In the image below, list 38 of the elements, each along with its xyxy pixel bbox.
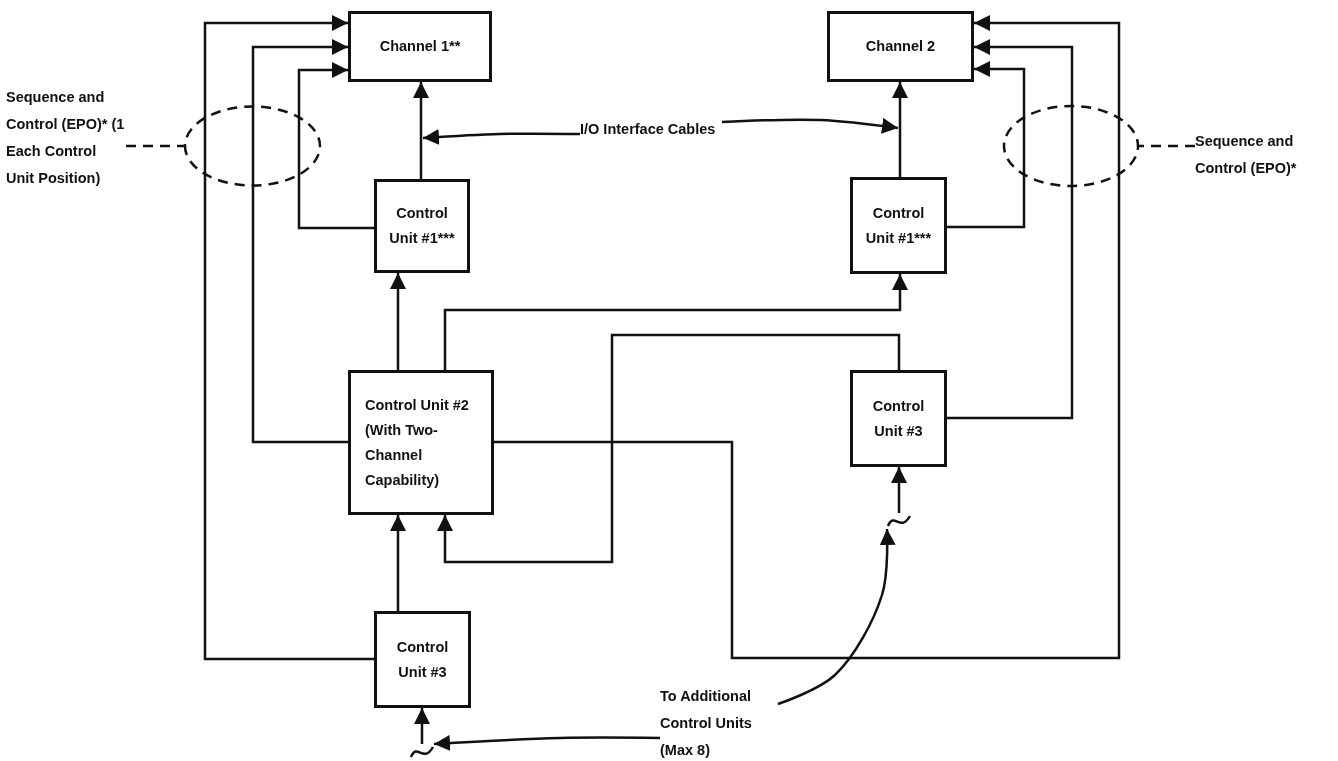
unit-label: Control Unit #1***: [864, 203, 933, 248]
unit-label: Control Unit #1***: [388, 204, 456, 248]
cable-arrow: [443, 274, 908, 370]
unit-label: Control Unit #3: [871, 396, 926, 441]
control-box: [348, 11, 492, 82]
annotation-text: Sequence and Control (EPO)* (1 Each Control Unit Position): [6, 88, 126, 188]
cable-arrow: [251, 39, 348, 444]
leader-arrow: [721, 117, 899, 134]
cable-arrow: [413, 82, 429, 179]
control-box: [850, 177, 947, 274]
dashed-callout-ellipse: [1002, 104, 1195, 188]
leader-arrow: [422, 129, 580, 145]
cable-arrow: [494, 15, 1121, 660]
leader-arrow: [433, 735, 660, 752]
cable-arrow: [437, 333, 901, 564]
unit-label: Channel 1**: [379, 37, 461, 56]
cable-arrow: [892, 82, 908, 177]
control-box: [827, 11, 974, 82]
cable-arrow: [947, 39, 1074, 420]
cable-arrow: [390, 515, 406, 611]
annotation-text: To Additional Control Units (Max 8): [660, 687, 753, 760]
unit-label: Channel 2: [865, 37, 936, 56]
cable-arrow: [947, 61, 1026, 229]
unit-label: Control Unit #3: [395, 637, 450, 682]
control-box: [850, 370, 947, 467]
annotation-text: Sequence and Control (EPO)*: [1195, 132, 1298, 178]
unit-label: Control Unit #2 (With Two-Channel Capability): [365, 395, 470, 490]
cable-arrow: [203, 15, 374, 661]
cable-arrow: [297, 62, 374, 230]
control-box: [348, 370, 494, 515]
annotation-text: I/O Interface Cables: [580, 120, 717, 139]
leader-arrow: [777, 528, 896, 706]
control-box: [374, 179, 470, 273]
dashed-callout-ellipse: [126, 105, 322, 187]
control-box: [374, 611, 471, 708]
leader-arrow: [414, 708, 430, 744]
cable-arrow: [390, 273, 406, 370]
leader-arrow: [891, 467, 907, 513]
